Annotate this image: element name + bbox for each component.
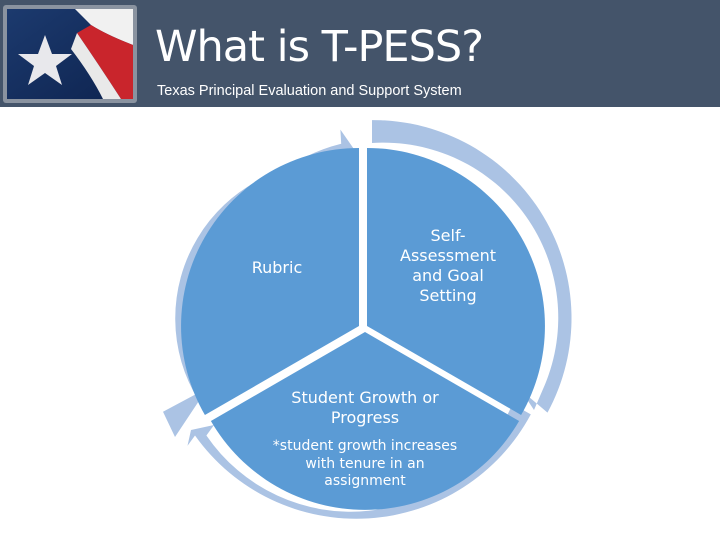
segment-label-student-growth: Student Growth or Progress xyxy=(250,388,480,428)
segment-note-student-growth: *student growth increases with tenure in… xyxy=(255,438,475,491)
segment-label-self-assessment: Self- Assessment and Goal Setting xyxy=(388,226,508,306)
segment-label-rubric: Rubric xyxy=(232,258,322,278)
